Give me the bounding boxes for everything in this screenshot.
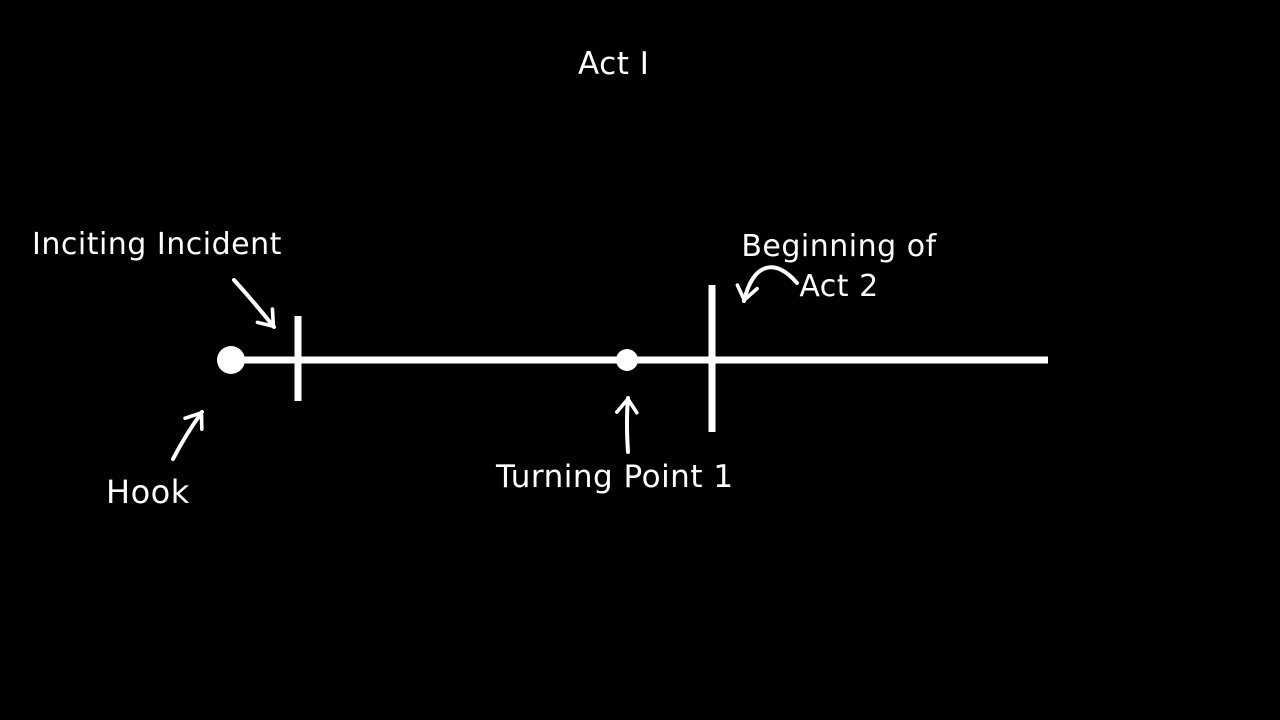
hook-arrow — [171, 410, 204, 461]
hook-label: Hook — [106, 473, 190, 511]
beginning-of-act2-line1: Beginning of — [741, 229, 937, 264]
beginning-of-act2-line2: Act 2 — [799, 269, 879, 304]
turning-point-1-arrow — [614, 396, 639, 454]
act2-curved-arrow — [735, 265, 799, 303]
turning-point-1-dot — [616, 349, 638, 371]
beginning-of-act2-label: Beginning of Act 2 — [728, 227, 950, 307]
inciting-incident-arrow — [232, 278, 276, 329]
hook-dot — [217, 346, 245, 374]
act-title: Act I — [578, 46, 650, 82]
inciting-incident-label: Inciting Incident — [32, 227, 282, 262]
turning-point-1-label: Turning Point 1 — [496, 459, 734, 495]
